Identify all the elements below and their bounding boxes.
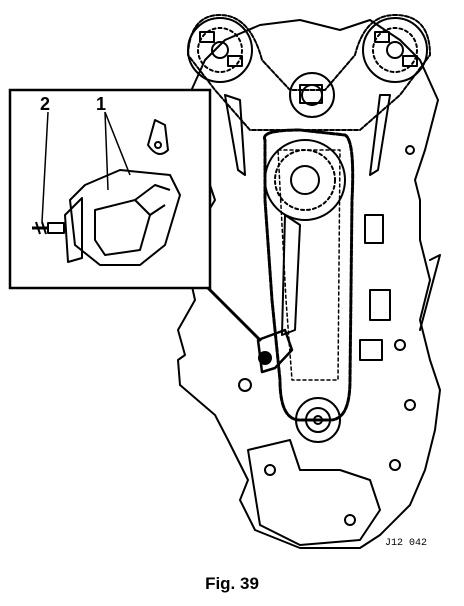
callout-2-leader [41,111,49,223]
tensioner-plunger-icon [147,119,169,155]
timing-chain [262,128,355,422]
drawing-code: J12 042 [385,538,427,549]
engine-block-outline [177,19,441,549]
tensioner-gasket [64,197,83,263]
camshaft-chain [187,14,431,131]
right-chain-guide [369,94,391,176]
chain-tensioner-installed [256,328,294,374]
right-camshaft-sprocket [362,17,428,83]
callout-1-leader-b [104,111,131,176]
callout-1-leader-a [104,111,109,191]
tensioner-body [69,169,181,266]
chain-tensioner-rail [281,214,301,336]
callout-2: 2 [40,94,50,114]
detail-inset: 1 2 [8,88,212,290]
left-camshaft-sprocket [187,17,253,83]
housing-bolt [404,399,416,411]
left-chain-guide [224,94,246,176]
housing-bolt [344,514,356,526]
timing-chain-inner [277,149,341,381]
intermediate-shaft-sprocket [264,139,346,221]
idler-sprocket [289,72,335,118]
crankshaft-sprocket [295,397,341,443]
housing-bolt [405,145,415,155]
block-port [369,289,391,321]
dipstick-tube [419,254,441,331]
block-port [364,214,384,244]
callout-1: 1 [96,94,106,114]
housing-bolt [264,464,276,476]
housing-bolt [394,339,406,351]
housing-bolt [389,459,401,471]
figure-caption: Fig. 39 [205,574,259,593]
block-port [359,339,383,361]
detail-leader-line [206,286,262,342]
housing-bolt [238,378,252,392]
oil-pump-housing [247,439,381,546]
tensioner-plug-bolt [32,221,65,235]
